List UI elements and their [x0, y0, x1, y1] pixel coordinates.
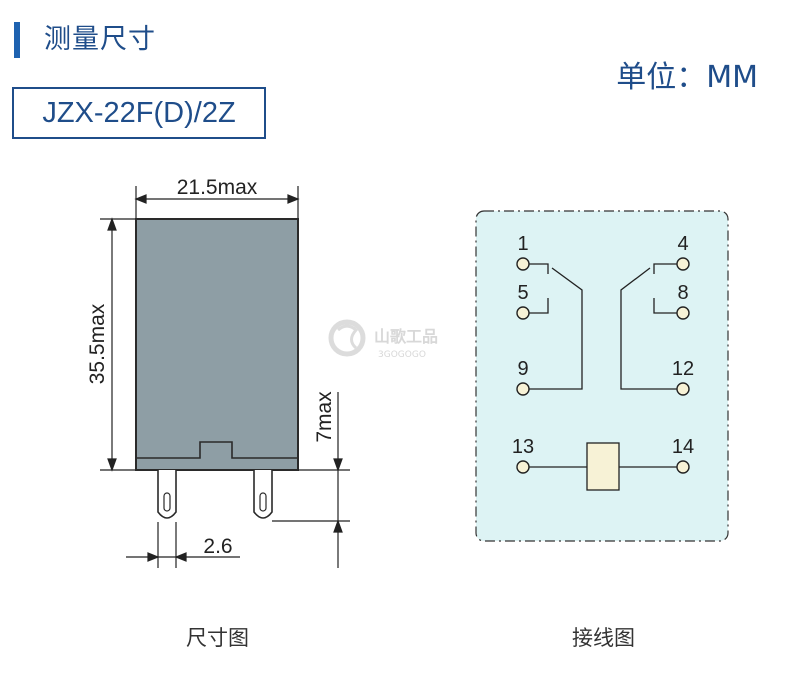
- model-number-box: JZX-22F(D)/2Z: [12, 87, 266, 139]
- width-arrow-right: [287, 194, 300, 204]
- section-title: 测量尺寸: [44, 24, 156, 55]
- pin-spacing-label: 2.6: [203, 535, 232, 558]
- height-label: 35.5max: [86, 303, 109, 384]
- pinlen-arrow-top: [333, 458, 343, 472]
- contact-arm-left: [523, 267, 583, 390]
- dimension-drawing: [100, 186, 350, 568]
- pin-label-13: 13: [512, 436, 534, 458]
- section-accent-bar: [14, 22, 20, 58]
- terminal-8: [676, 306, 690, 320]
- terminal-12: [676, 382, 690, 396]
- wiring-diagram: 1 4 5 8 9 12 13 14: [475, 210, 729, 542]
- dimension-drawing-caption: 尺寸图: [186, 626, 249, 650]
- pin-label-8: 8: [677, 282, 688, 304]
- terminal-1: [516, 257, 530, 271]
- model-number: JZX-22F(D)/2Z: [42, 96, 236, 129]
- coil: [586, 442, 620, 491]
- terminal-14: [676, 460, 690, 474]
- pin-right-hole: [259, 492, 267, 512]
- pin-label-14: 14: [672, 436, 694, 458]
- pin-left-hole: [163, 492, 171, 512]
- wiring-diagram-caption: 接线图: [572, 626, 635, 650]
- pin-label-4: 4: [677, 233, 688, 255]
- width-arrow-left: [134, 194, 147, 204]
- watermark-code: 3GOGOGO: [378, 350, 426, 360]
- contact-nc-right: [653, 263, 683, 274]
- pin-label-1: 1: [517, 233, 528, 255]
- pinsp-arrow-left: [147, 552, 160, 562]
- width-label: 21.5max: [177, 176, 258, 199]
- wiring-frame: [475, 210, 729, 542]
- terminal-13: [516, 460, 530, 474]
- contact-nc-left: [523, 263, 549, 274]
- pin-length-label: 7max: [313, 391, 336, 443]
- pin-label-12: 12: [672, 358, 694, 380]
- terminal-4: [676, 257, 690, 271]
- pinsp-arrow-right: [174, 552, 187, 562]
- height-arrow-top: [107, 217, 117, 231]
- contact-no-right: [653, 298, 683, 314]
- watermark-logo-icon: [328, 319, 366, 357]
- watermark-name: 山歌工品: [374, 327, 438, 346]
- pin-label-5: 5: [517, 282, 528, 304]
- watermark: 山歌工品 3GOGOGO: [328, 319, 438, 360]
- height-arrow-bottom: [107, 458, 117, 472]
- terminal-5: [516, 306, 530, 320]
- contact-arm-right: [620, 267, 683, 390]
- terminal-9: [516, 382, 530, 396]
- contact-no-left: [523, 298, 549, 314]
- unit-label: 单位：MM: [616, 60, 758, 95]
- relay-base-line: [136, 441, 298, 459]
- relay-body: [135, 218, 299, 471]
- watermark-logo-swirl: [337, 324, 359, 350]
- pinlen-arrow-bottom: [333, 519, 343, 533]
- pin-label-9: 9: [517, 358, 528, 380]
